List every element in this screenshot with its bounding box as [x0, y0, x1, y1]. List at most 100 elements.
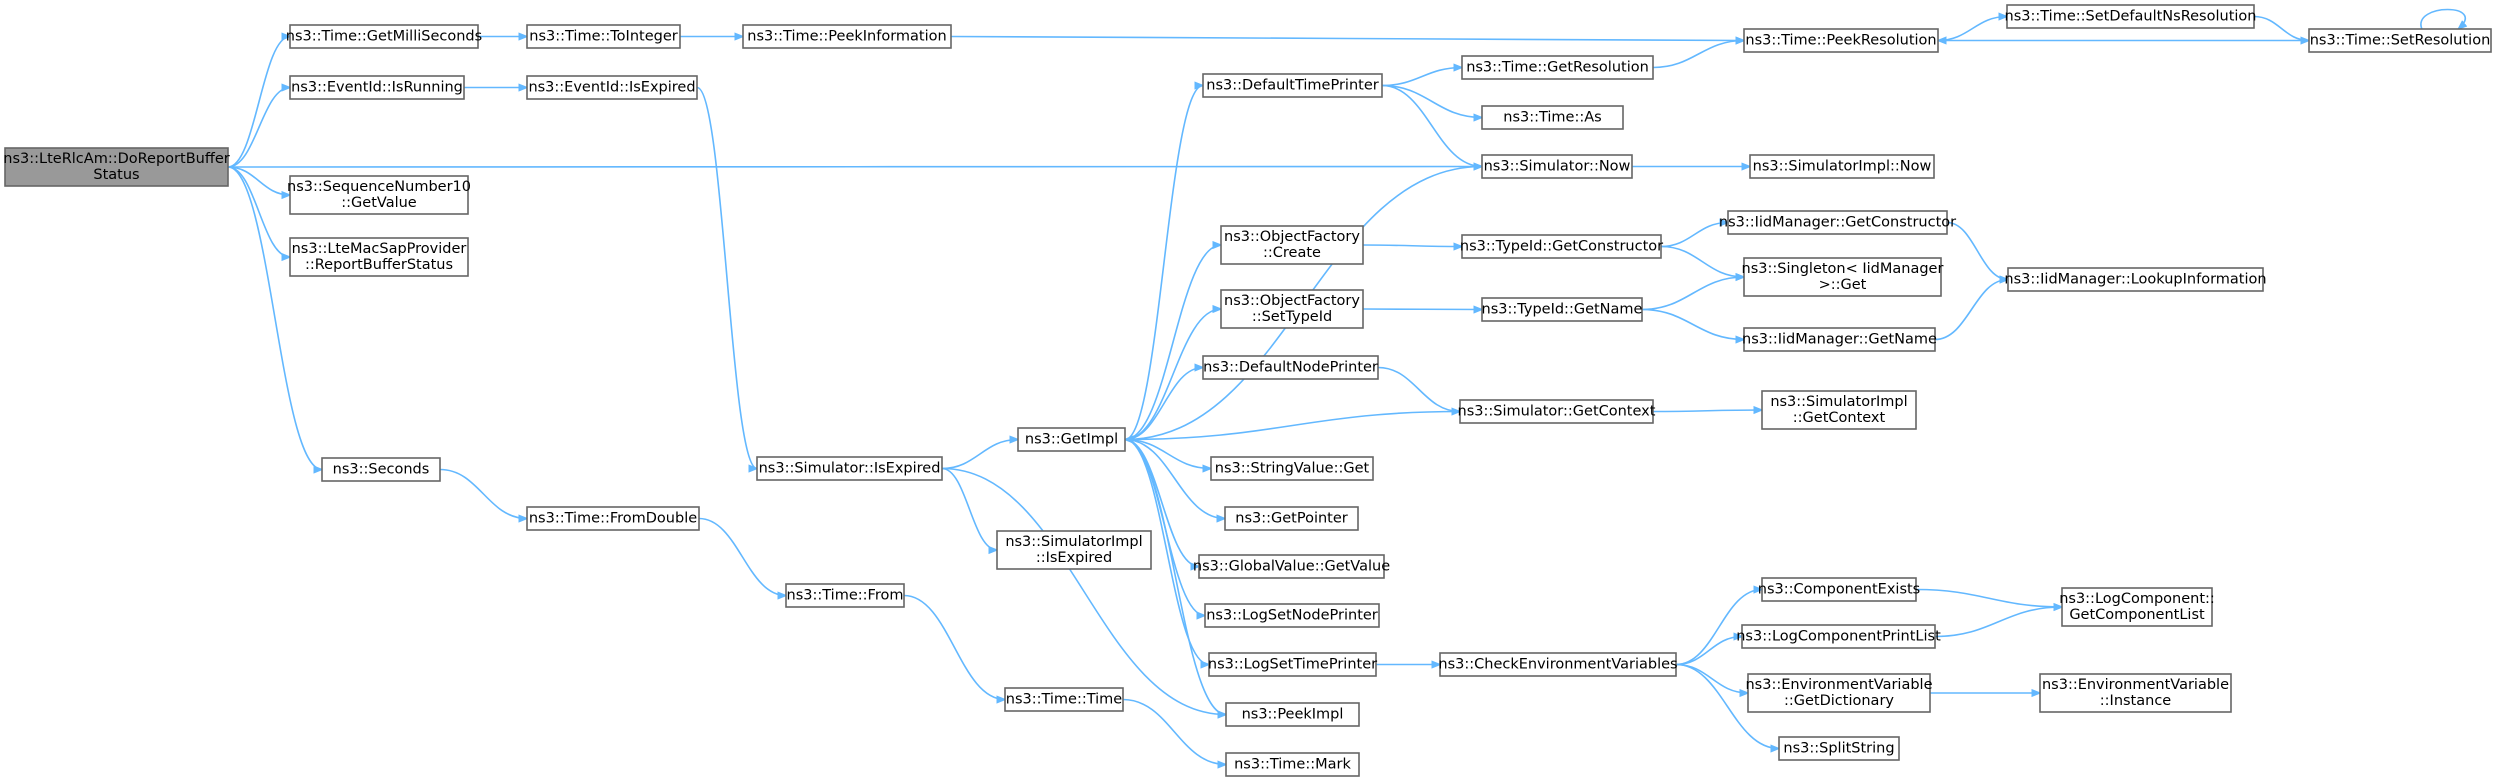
function-node-compExists[interactable]: ns3::ComponentExists — [1758, 577, 1921, 602]
function-node-splitString[interactable]: ns3::SplitString — [1778, 736, 1900, 761]
node-box — [289, 24, 479, 49]
function-node-objCreate[interactable]: ns3::ObjectFactory::Create — [1220, 225, 1364, 265]
node-box — [1202, 355, 1379, 380]
node-box — [289, 75, 465, 100]
edge-defTimePrinter-to-getResolution — [1381, 68, 1462, 87]
function-node-simNow[interactable]: ns3::Simulator::Now — [1481, 154, 1633, 179]
node-label: ns3::DefaultTimePrinter — [1206, 78, 1378, 94]
function-node-getName[interactable]: ns3::TypeId::GetName — [1481, 297, 1643, 322]
node-box — [2061, 587, 2213, 627]
node-label: ns3::LteRlcAm::DoReportBuffer — [3, 151, 229, 167]
function-node-isExpired[interactable]: ns3::EventId::IsExpired — [526, 75, 698, 100]
function-node-seqGetValue[interactable]: ns3::SequenceNumber10::GetValue — [287, 175, 471, 215]
function-node-peekImpl[interactable]: ns3::PeekImpl — [1225, 702, 1360, 727]
node-label: ns3::LogComponentPrintList — [1736, 629, 1941, 645]
node-label: ns3::Time::Time — [1006, 692, 1123, 708]
node-box — [1741, 624, 1936, 649]
function-node-defTimePrinter[interactable]: ns3::DefaultTimePrinter — [1202, 73, 1383, 98]
node-box — [4, 147, 229, 187]
function-node-envGetDict[interactable]: ns3::EnvironmentVariable::GetDictionary — [1745, 673, 1933, 713]
function-node-lookupInfo[interactable]: ns3::IidManager::LookupInformation — [2004, 267, 2267, 292]
function-node-logSetTime[interactable]: ns3::LogSetTimePrinter — [1208, 652, 1377, 677]
function-node-envInstance[interactable]: ns3::EnvironmentVariable::Instance — [2039, 673, 2232, 713]
function-node-from[interactable]: ns3::Time::From — [785, 583, 905, 608]
node-label: ns3::Time::PeekResolution — [1745, 33, 1936, 49]
node-label: ns3::Time::ToInteger — [529, 29, 677, 45]
function-node-isRunning[interactable]: ns3::EventId::IsRunning — [289, 75, 465, 100]
node-box — [1017, 427, 1126, 452]
function-node-peekInfo[interactable]: ns3::Time::PeekInformation — [742, 24, 952, 49]
function-node-toInteger[interactable]: ns3::Time::ToInteger — [526, 24, 681, 49]
edge-getResolution-to-peekRes — [1652, 41, 1744, 69]
function-node-globalGetValue[interactable]: ns3::GlobalValue::GetValue — [1193, 554, 1390, 579]
function-node-strGet[interactable]: ns3::StringValue::Get — [1210, 456, 1374, 481]
node-label: ns3::SimulatorImpl — [1770, 394, 1907, 410]
node-label: ns3::Time::As — [1503, 110, 1601, 126]
node-label: ::Instance — [2100, 693, 2172, 709]
function-node-iidGetName[interactable]: ns3::IidManager::GetName — [1742, 327, 1937, 352]
function-node-simIsExpired[interactable]: ns3::Simulator::IsExpired — [756, 456, 943, 481]
edge-getCtor-to-singleton — [1660, 245, 1744, 278]
node-label: ns3::Simulator::Now — [1484, 159, 1631, 175]
node-label: ns3::SplitString — [1783, 741, 1894, 757]
node-label: ::SetTypeId — [1252, 309, 1332, 325]
node-label: ns3::StringValue::Get — [1215, 461, 1370, 477]
function-node-singleton[interactable]: ns3::Singleton< IidManager >::Get — [1742, 257, 1944, 297]
node-label: Status — [93, 167, 139, 183]
node-box — [1481, 297, 1643, 322]
function-node-logCompPrint[interactable]: ns3::LogComponentPrintList — [1736, 624, 1941, 649]
node-box — [742, 24, 952, 49]
edge-getName-to-iidGetName — [1641, 308, 1744, 340]
function-node-implGetCtx[interactable]: ns3::SimulatorImpl::GetContext — [1761, 390, 1917, 430]
function-node-checkEnv[interactable]: ns3::CheckEnvironmentVariables — [1438, 652, 1678, 677]
node-label: ns3::Time::PeekInformation — [747, 29, 946, 45]
function-node-setRes[interactable]: ns3::Time::SetResolution — [2308, 28, 2492, 53]
function-node-time[interactable]: ns3::Time::Time — [1004, 687, 1124, 712]
node-box — [1204, 603, 1380, 628]
function-node-getCtor[interactable]: ns3::TypeId::GetConstructor — [1460, 234, 1663, 259]
node-box — [526, 24, 681, 49]
function-node-getResolution[interactable]: ns3::Time::GetResolution — [1461, 55, 1654, 80]
function-node-mark[interactable]: ns3::Time::Mark — [1225, 752, 1360, 777]
node-box — [526, 506, 700, 531]
function-node-logSetNode[interactable]: ns3::LogSetNodePrinter — [1204, 603, 1380, 628]
node-label: ns3::GetImpl — [1025, 432, 1118, 448]
function-node-reportBuf[interactable]: ns3::LteMacSapProvider::ReportBufferStat… — [289, 237, 469, 277]
edge-root-to-isRunning — [227, 88, 290, 168]
function-node-peekRes[interactable]: ns3::Time::PeekResolution — [1743, 28, 1939, 53]
node-box — [2039, 673, 2232, 713]
edge-from-to-time — [903, 594, 1005, 700]
function-node-objSetTypeId[interactable]: ns3::ObjectFactory::SetTypeId — [1220, 289, 1364, 329]
node-label: ::Create — [1263, 245, 1321, 261]
function-node-implNow[interactable]: ns3::SimulatorImpl::Now — [1749, 154, 1935, 179]
node-box — [785, 583, 905, 608]
edge-iidGetCtor-to-lookupInfo — [1946, 221, 2008, 280]
node-label: ns3::LogSetTimePrinter — [1208, 657, 1377, 673]
edge-simGetCtx-to-implGetCtx — [1652, 410, 1762, 412]
function-node-defNodePrinter[interactable]: ns3::DefaultNodePrinter — [1202, 355, 1379, 380]
function-node-as[interactable]: ns3::Time::As — [1481, 105, 1624, 130]
node-box — [1439, 652, 1677, 677]
function-node-getImpl[interactable]: ns3::GetImpl — [1017, 427, 1126, 452]
function-node-getMilli[interactable]: ns3::Time::GetMilliSeconds — [286, 24, 482, 49]
edge-root-to-simNow — [227, 167, 1482, 168]
function-node-seconds[interactable]: ns3::Seconds — [321, 457, 441, 482]
node-label: ns3::EnvironmentVariable — [1745, 677, 1932, 693]
node-label: ns3::SequenceNumber10 — [287, 179, 471, 195]
edge-objSetTypeId-to-getName — [1362, 309, 1482, 310]
edge-peekInfo-to-peekRes — [950, 35, 1744, 41]
edge-root-to-reportBuf — [227, 166, 290, 257]
function-node-implIsExpired[interactable]: ns3::SimulatorImpl::IsExpired — [996, 530, 1152, 570]
node-label: ns3::IidManager::GetConstructor — [1719, 215, 1956, 231]
node-label: ns3::EventId::IsExpired — [528, 80, 695, 96]
function-node-setDefNs[interactable]: ns3::Time::SetDefaultNsResolution — [2005, 4, 2257, 29]
function-node-iidGetCtor[interactable]: ns3::IidManager::GetConstructor — [1719, 210, 1956, 235]
function-node-getCompList[interactable]: ns3::LogComponent::GetComponentList — [2059, 587, 2215, 627]
node-box — [1225, 752, 1360, 777]
function-node-fromDouble[interactable]: ns3::Time::FromDouble — [526, 506, 700, 531]
function-node-getPointer[interactable]: ns3::GetPointer — [1224, 506, 1359, 531]
node-box — [321, 457, 441, 482]
function-node-simGetCtx[interactable]: ns3::Simulator::GetContext — [1458, 399, 1656, 424]
node-label: ns3::Singleton< IidManager — [1742, 261, 1944, 277]
